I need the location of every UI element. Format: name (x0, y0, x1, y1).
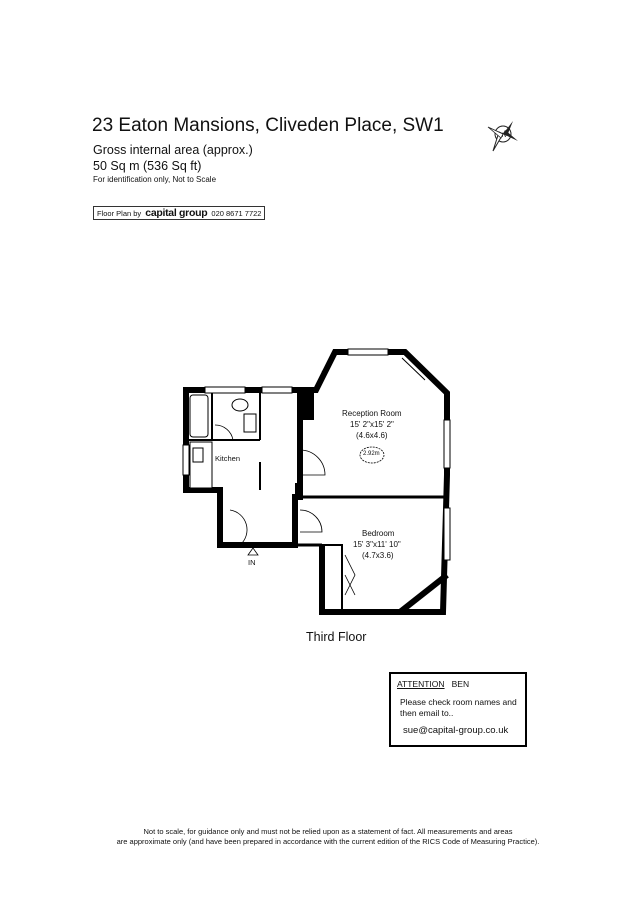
reception-name: Reception Room (342, 409, 402, 418)
disclaimer: Not to scale, for guidance only and must… (60, 827, 596, 847)
identification-note: For identification only, Not to Scale (93, 175, 217, 184)
credit-phone: 020 8671 7722 (211, 209, 262, 218)
kitchen-name: Kitchen (215, 454, 241, 463)
reception-dims: 15' 2"x15' 2" (350, 420, 394, 429)
reception-dims-metric: (4.6x4.6) (356, 431, 388, 440)
brand-logo: capital group (145, 207, 208, 219)
window (443, 507, 451, 561)
disclaimer-line-1: Not to scale, for guidance only and must… (143, 827, 513, 836)
door-swing (299, 509, 323, 533)
door-swing (214, 424, 234, 441)
chimney-block (300, 390, 314, 420)
floorplan-credit: Floor Plan by capital group 020 8671 772… (93, 206, 266, 220)
bath (189, 394, 209, 438)
basin (243, 413, 257, 433)
bedroom-name: Bedroom (362, 529, 395, 538)
entrance-label: IN (248, 558, 256, 567)
attention-message: Please check room names and then email t… (400, 697, 517, 718)
area-value: 50 Sq m (536 Sq ft) (93, 159, 202, 173)
window (261, 386, 293, 394)
attention-header: ATTENTION BEN (397, 679, 469, 689)
bedroom-dims: 15' 3"x11' 10" (353, 540, 401, 549)
compass-icon: N (487, 121, 518, 152)
svg-text:N: N (502, 133, 506, 139)
window (182, 444, 190, 476)
disclaimer-line-2: are approximate only (and have been prep… (116, 837, 540, 846)
attention-email[interactable]: sue@capital-group.co.uk (403, 725, 509, 736)
bedroom-angle (398, 572, 449, 615)
window (347, 348, 389, 356)
sink (192, 447, 204, 463)
attention-name: BEN (451, 679, 470, 689)
ceiling-height: 2.92m (363, 451, 380, 457)
bay-window (321, 355, 426, 381)
credit-prefix: Floor Plan by (97, 209, 142, 218)
ceiling-height-marker (359, 446, 385, 464)
wardrobe (344, 554, 356, 596)
toilet (231, 398, 249, 412)
bedroom-wall (322, 544, 343, 612)
door-swing (229, 509, 248, 546)
chimney-block (295, 483, 303, 497)
entrance-arrow-icon (247, 547, 259, 556)
outer-wall (300, 349, 450, 615)
door-swing (299, 449, 326, 476)
bedroom-dims-metric: (4.7x3.6) (362, 551, 394, 560)
attention-label: ATTENTION (397, 679, 445, 689)
window (204, 386, 246, 394)
floor-label: Third Floor (306, 630, 367, 644)
property-title: 23 Eaton Mansions, Cliveden Place, SW1 (92, 115, 444, 136)
window (443, 419, 451, 469)
area-label: Gross internal area (approx.) (93, 143, 253, 157)
attention-box: ATTENTION BEN Please check room names an… (389, 672, 527, 747)
